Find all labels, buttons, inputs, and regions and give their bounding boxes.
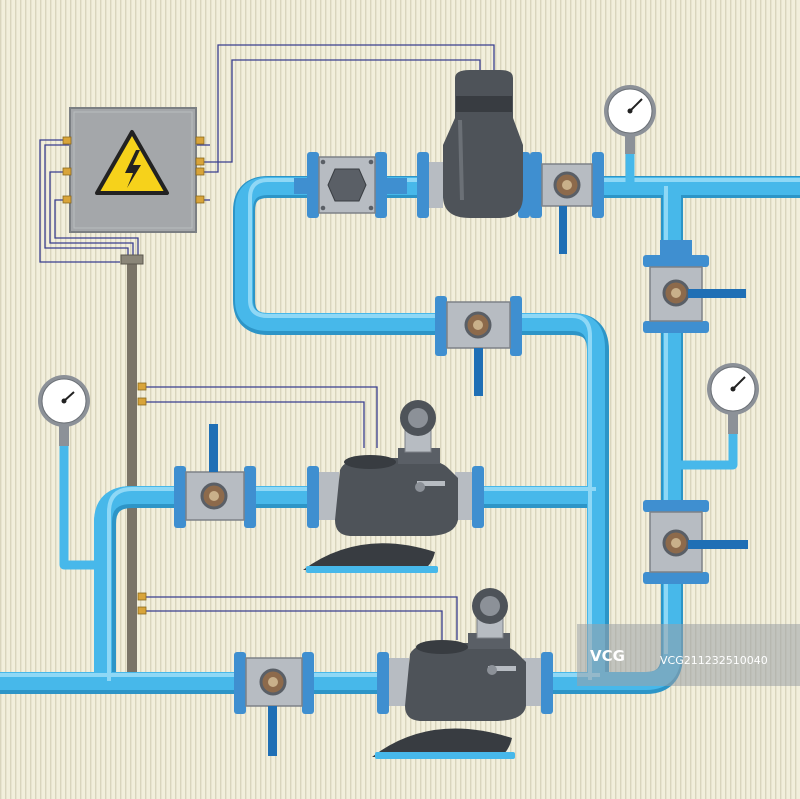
actuator-bottom (372, 588, 553, 759)
cable-conduit (127, 262, 137, 672)
lightning-bolt-icon (95, 130, 169, 195)
valve-top-ball[interactable] (530, 152, 604, 254)
valve-bottom-ball[interactable] (234, 652, 314, 756)
valve-right-upper[interactable] (643, 240, 746, 333)
motor-head (468, 588, 510, 649)
valve-left-ball[interactable] (174, 424, 256, 528)
panel-terminals (62, 136, 205, 204)
conduit-terminals (137, 382, 147, 615)
electrical-panel (62, 107, 205, 233)
watermark: VCG VCG211232510040 (577, 624, 800, 686)
motor-head (398, 400, 440, 464)
valve-right-lower[interactable] (643, 500, 748, 584)
watermark-logo: VCG (590, 647, 625, 665)
gauge-right (707, 363, 759, 434)
valve-top-flanged[interactable] (294, 152, 407, 218)
watermark-id: VCG211232510040 (660, 654, 768, 667)
actuator-middle (303, 400, 484, 573)
valve-middle-ball[interactable] (435, 296, 522, 396)
gauge-top-right (604, 85, 656, 154)
actuator-top-tank (417, 70, 530, 218)
gauge-left (38, 375, 90, 446)
control-wires (39, 44, 495, 640)
conduit-cap (120, 254, 144, 265)
